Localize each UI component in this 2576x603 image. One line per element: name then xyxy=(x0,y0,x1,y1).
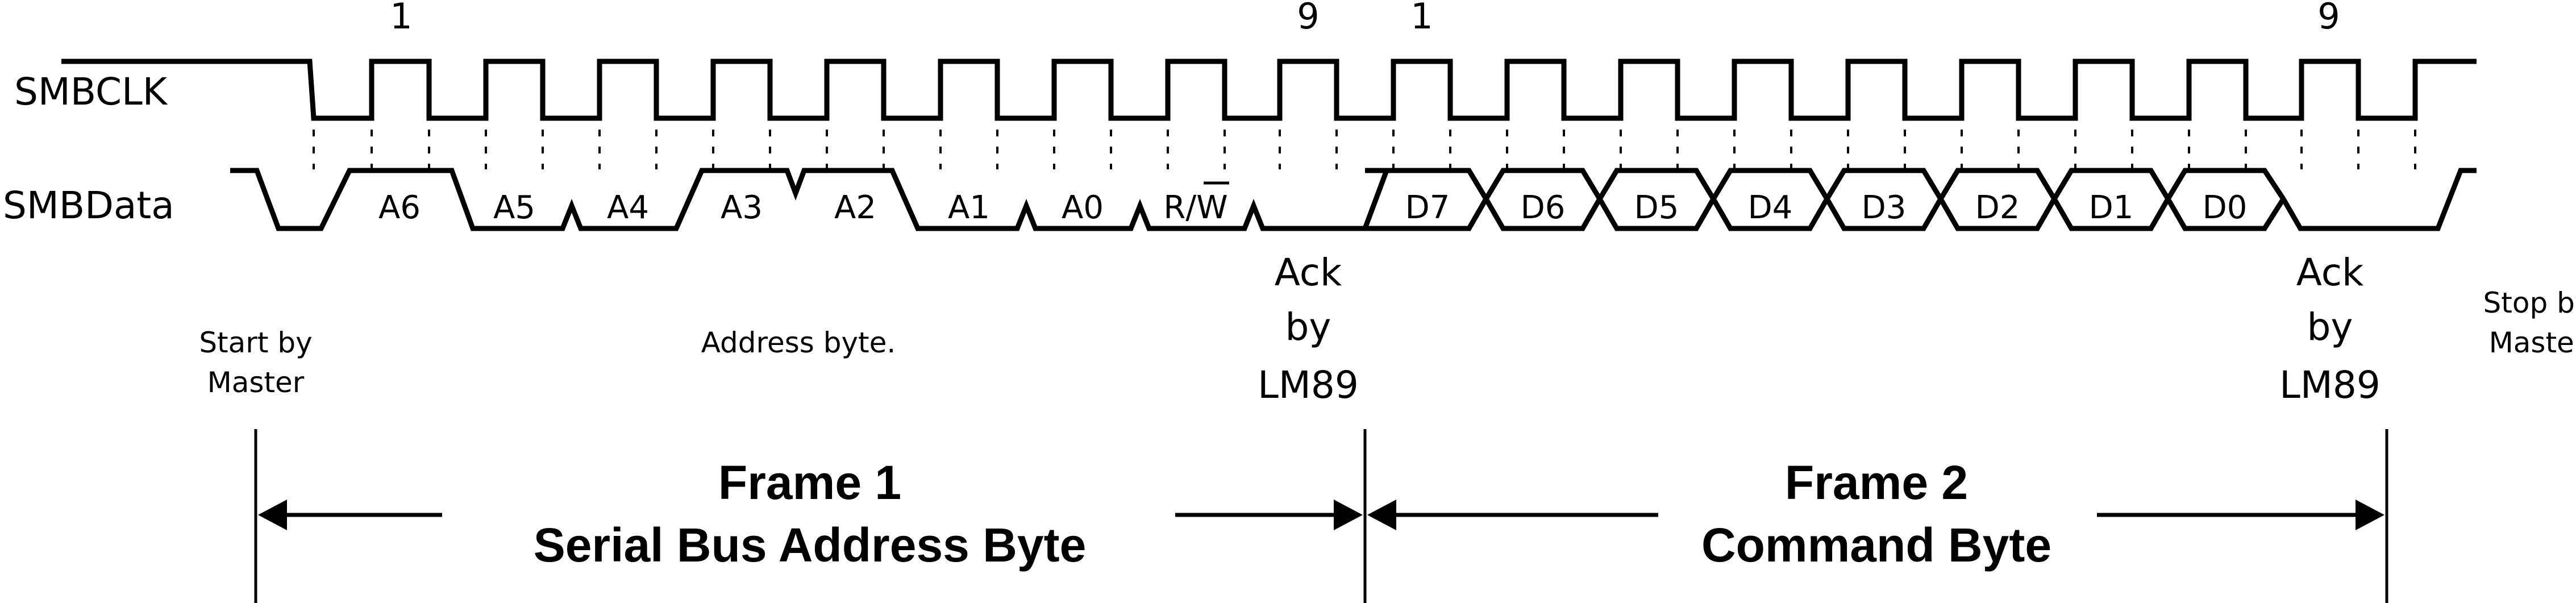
bit-label-d5: D5 xyxy=(1634,189,1679,226)
stop-note-line2: Master xyxy=(2489,326,2576,359)
bit-label-d6: D6 xyxy=(1521,189,1566,226)
bit-label-a0: A0 xyxy=(1062,189,1104,226)
bit-label-d4: D4 xyxy=(1748,189,1793,226)
bit-label-d0: D0 xyxy=(2203,189,2248,226)
clock-index-9-frame2: 9 xyxy=(2317,0,2340,37)
frame2-subtitle: Command Byte xyxy=(1701,518,2051,572)
clock-index-9-frame1: 9 xyxy=(1297,0,1319,37)
start-note-line2: Master xyxy=(207,366,305,399)
bit-label-a1: A1 xyxy=(948,189,990,226)
ack1-line2: by xyxy=(1285,305,1331,349)
smbclk-label: SMBCLK xyxy=(14,70,168,114)
frame2-span-arrow xyxy=(1367,500,2384,530)
bit-label-a5: A5 xyxy=(493,189,535,226)
clock-index-1-frame1: 1 xyxy=(390,0,412,37)
frame1-title: Frame 1 xyxy=(718,456,901,509)
address-byte-note: Address byte. xyxy=(701,326,896,359)
start-note-line1: Start by xyxy=(199,326,312,359)
bit-label-rw-r: R/ xyxy=(1163,189,1196,226)
stop-note-line1: Stop by xyxy=(2483,286,2576,319)
smbclk-waveform xyxy=(61,59,2477,121)
bit-label-a3: A3 xyxy=(721,189,763,226)
frame2-title: Frame 2 xyxy=(1785,456,1968,509)
ack1-line1: Ack xyxy=(1275,251,1342,294)
frame1-subtitle: Serial Bus Address Byte xyxy=(534,518,1087,572)
bit-label-d1: D1 xyxy=(2089,189,2134,226)
ack2-line3: LM89 xyxy=(2279,363,2381,407)
bit-label-rw: R/W xyxy=(1163,189,1227,226)
address-bit-labels: A6 A5 A4 A3 A2 A1 A0 R/W xyxy=(378,181,1229,226)
bit-label-d3: D3 xyxy=(1862,189,1907,226)
ack2-line2: by xyxy=(2307,305,2353,349)
bit-label-d7: D7 xyxy=(1405,189,1450,226)
smbdata-address-waveform xyxy=(230,168,1389,231)
smbdata-command-lower xyxy=(1365,193,2286,231)
bit-label-d2: D2 xyxy=(1975,189,2020,226)
smbdata-command-upper xyxy=(1365,168,2286,204)
clock-index-1-frame2: 1 xyxy=(1410,0,1433,37)
bit-label-a2: A2 xyxy=(834,189,876,226)
command-bit-labels: D7 D6 D5 D4 D3 D2 D1 D0 xyxy=(1405,189,2248,226)
smbdata-ack-stop xyxy=(2281,168,2477,231)
bit-label-a6: A6 xyxy=(378,189,421,226)
frame1-span-arrow xyxy=(258,500,1363,530)
sampling-markers xyxy=(313,130,2416,169)
ack1-line3: LM89 xyxy=(1258,363,1359,407)
bit-label-rw-w: W xyxy=(1196,189,1227,226)
ack2-line1: Ack xyxy=(2296,251,2364,294)
smbdata-label: SMBData xyxy=(3,184,174,227)
bit-label-a4: A4 xyxy=(607,189,649,226)
